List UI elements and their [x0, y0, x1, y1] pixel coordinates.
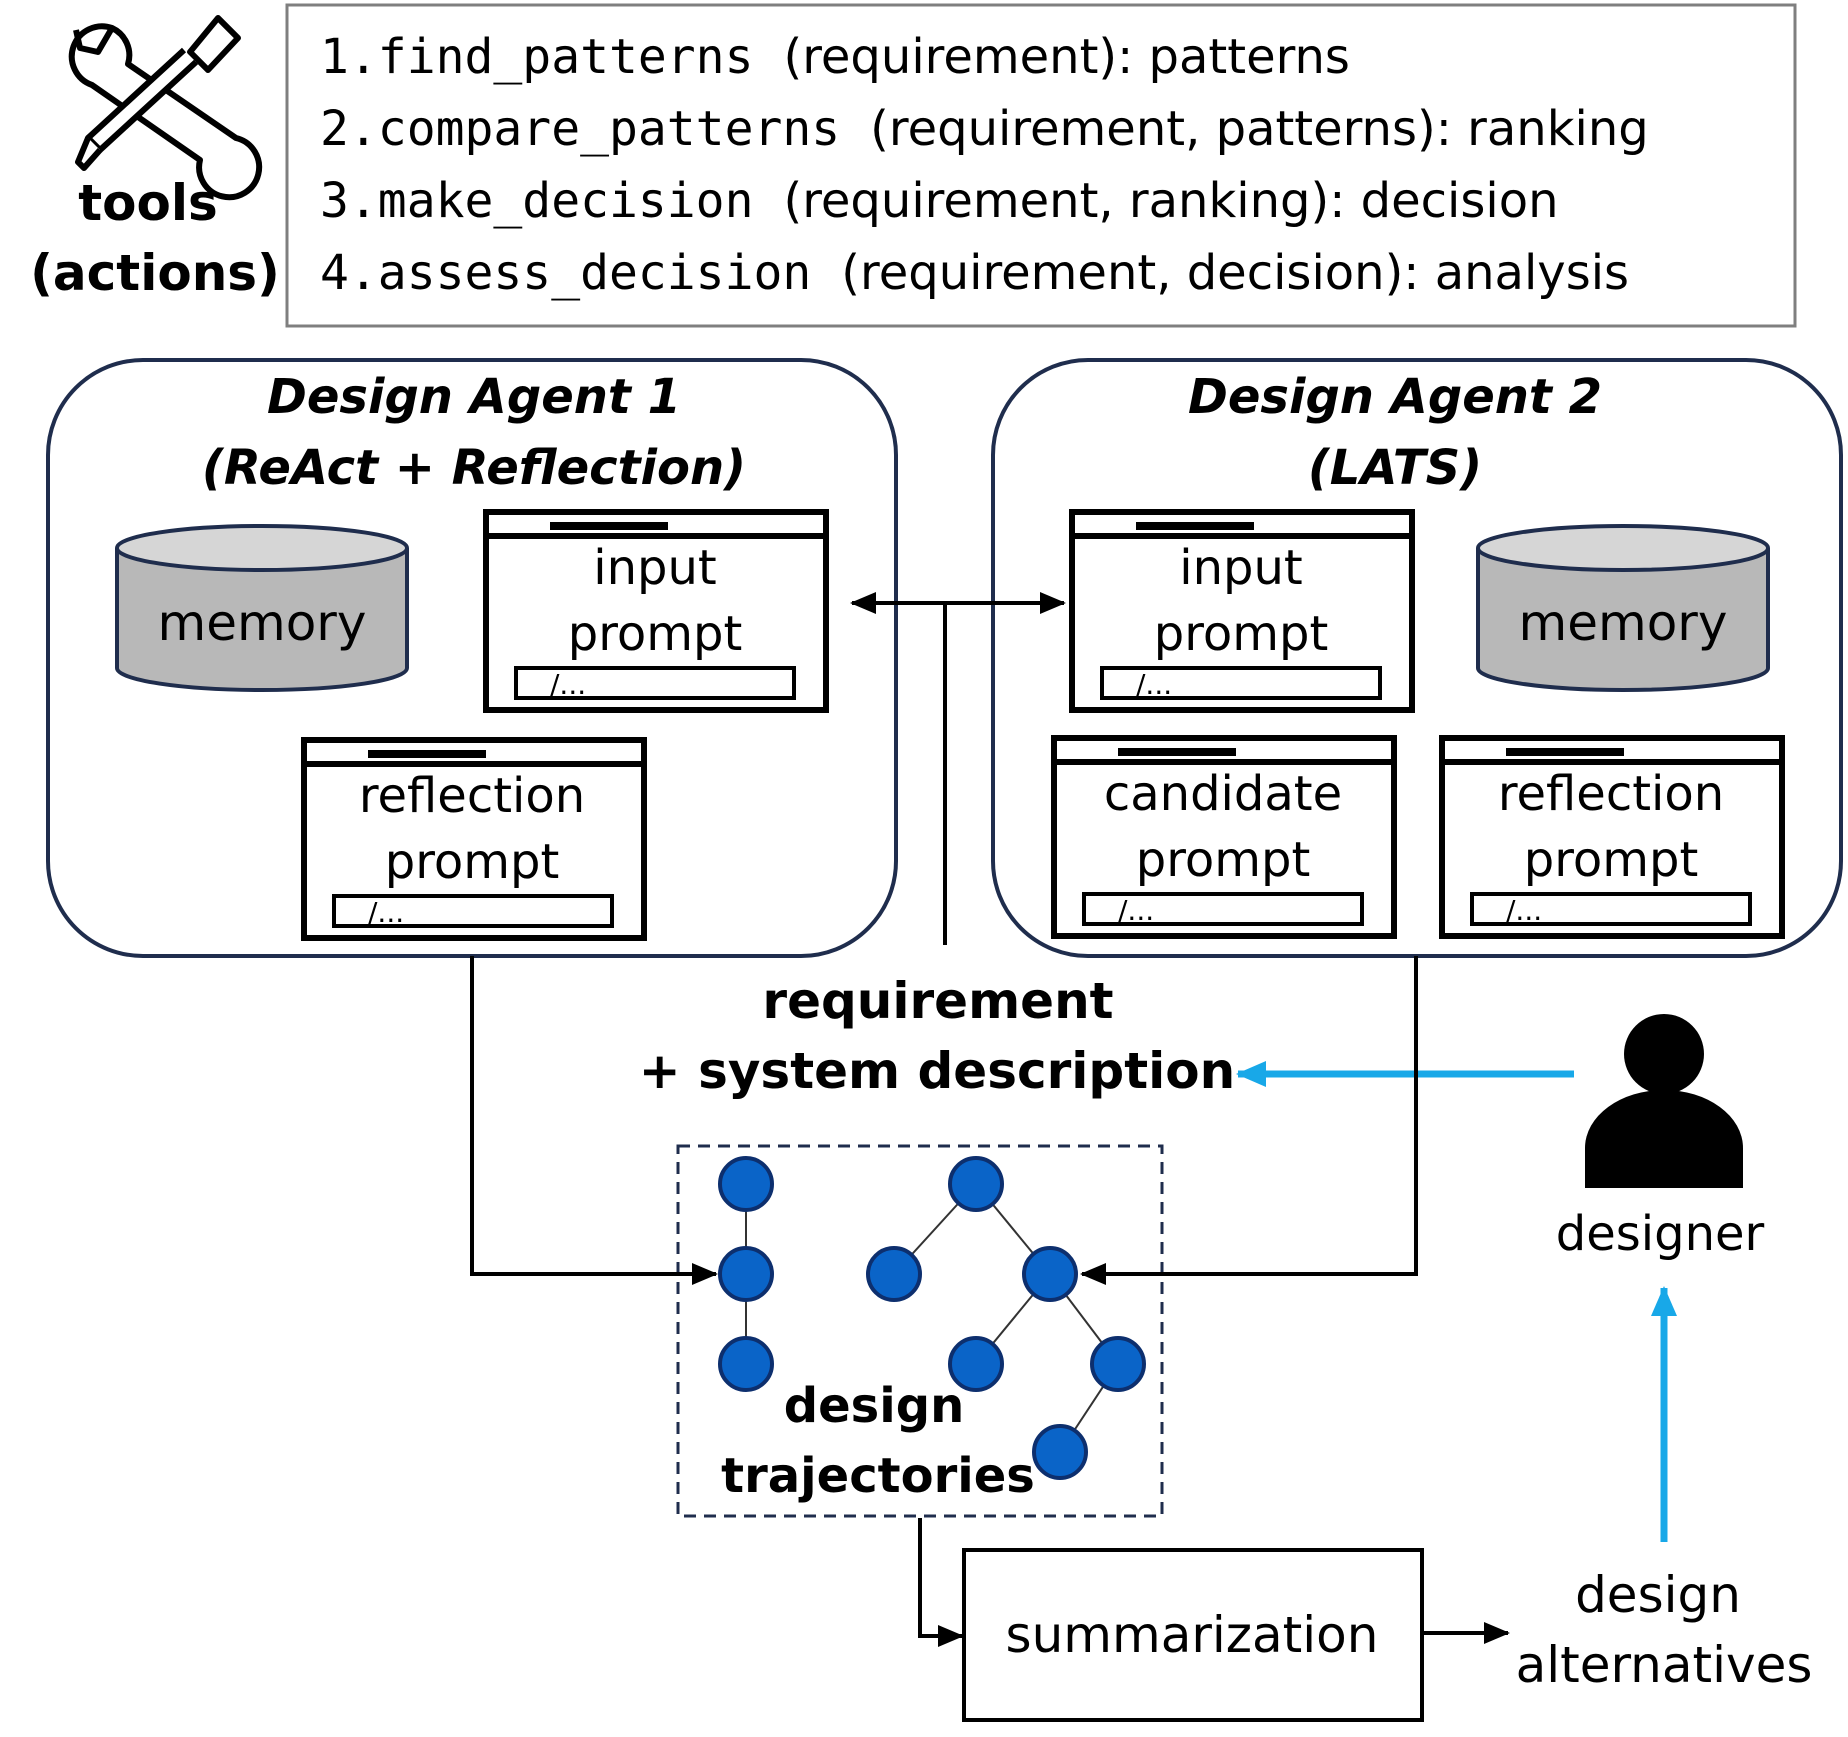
- tool-item: 3.make_decision (requirement, ranking): d…: [320, 173, 1559, 229]
- tool-item: 1.find_patterns (requirement): patterns: [320, 29, 1350, 85]
- agent1-reflection-prompt-window: [301, 737, 647, 941]
- agent2-reflection-prompt-line1: reflection: [1498, 766, 1724, 822]
- agent1-input-prompt-field: /...: [550, 668, 586, 701]
- alternatives-label-line1: design: [1575, 1566, 1741, 1624]
- designer-label: designer: [1556, 1206, 1765, 1262]
- tools-list: 1.find_patterns (requirement): patterns 2.…: [320, 29, 1649, 301]
- agent2-memory-label: memory: [1519, 594, 1728, 652]
- agent1-input-prompt-window: [483, 509, 829, 713]
- agent2-candidate-prompt-window: [1051, 735, 1397, 939]
- tool-signature: (requirement, patterns): ranking: [870, 101, 1649, 157]
- agent1-title-line1: Design Agent 1: [267, 369, 681, 425]
- agent2-title-line1: Design Agent 2: [1188, 369, 1602, 425]
- tools-label-line2: (actions): [30, 244, 280, 302]
- agent2-input-prompt-line1: input: [1179, 540, 1302, 596]
- agent1-reflection-prompt-line2: prompt: [385, 834, 560, 890]
- agent2-input-prompt-window: [1069, 509, 1415, 713]
- tool-item: 4.assess_decision (requirement, decision)…: [320, 245, 1629, 301]
- agent2-title-line2: (LATS): [1308, 440, 1482, 496]
- requirement-label-line1: requirement: [762, 972, 1113, 1030]
- trajectory-node: [1022, 1246, 1078, 1302]
- trajectories-label-line1: design: [784, 1378, 964, 1434]
- agent1-input-prompt-line2: prompt: [568, 606, 743, 662]
- trajectory-node: [948, 1156, 1004, 1212]
- trajectory-node: [718, 1336, 774, 1392]
- agent2-reflection-prompt-field: /...: [1506, 894, 1542, 927]
- alternatives-label-line2: alternatives: [1516, 1636, 1813, 1694]
- agent2-candidate-prompt-field: /...: [1118, 894, 1154, 927]
- wrench-screwdriver-icon: [68, 15, 263, 201]
- person-icon: [1585, 1014, 1743, 1188]
- summarization-box: [962, 1548, 1424, 1722]
- tool-item: 2.compare_patterns (requirement, patterns…: [320, 101, 1649, 157]
- tool-name: 1.find_patterns: [320, 29, 753, 85]
- agent2-input-prompt-field: /...: [1136, 668, 1172, 701]
- trajectories-label-line2: trajectories: [721, 1448, 1035, 1504]
- agent2-candidate-prompt-line1: candidate: [1104, 766, 1342, 822]
- tools-list-box: [285, 3, 1797, 328]
- agent1-to-trajectories-arrow: [470, 956, 718, 1285]
- trajectory-node: [1090, 1336, 1146, 1392]
- trajectory-node: [948, 1336, 1004, 1392]
- summarization-label: summarization: [1006, 1606, 1379, 1664]
- tool-signature: (requirement, decision): analysis: [841, 245, 1629, 301]
- agent1-input-prompt-line1: input: [593, 540, 716, 596]
- tool-name: 3.make_decision: [320, 173, 753, 229]
- agent1-memory-label: memory: [158, 594, 367, 652]
- requirement-label-line2: + system description: [639, 1042, 1235, 1100]
- tool-signature: (requirement, ranking): decision: [783, 173, 1558, 229]
- trajectory-node: [718, 1156, 774, 1212]
- agent1-memory-database-icon: [115, 524, 409, 692]
- agent1-title-line2: (ReAct + Reflection): [202, 440, 746, 496]
- agent1-reflection-prompt-line1: reflection: [359, 768, 585, 824]
- design-trajectories-box: [676, 1144, 1164, 1518]
- agent1-reflection-prompt-field: /...: [368, 896, 404, 929]
- agent2-candidate-prompt-line2: prompt: [1136, 832, 1311, 888]
- trajectory-node: [866, 1246, 922, 1302]
- tool-name: 4.assess_decision: [320, 245, 811, 301]
- trajectory-node: [1032, 1424, 1088, 1480]
- trajectories-to-summarization-arrow: [918, 1518, 964, 1647]
- agent2-reflection-prompt-window: [1439, 735, 1785, 939]
- agent2-memory-database-icon: [1476, 524, 1770, 692]
- trajectory-nodes: [718, 1156, 1146, 1480]
- tool-name: 2.compare_patterns: [320, 101, 840, 157]
- agent2-reflection-prompt-line2: prompt: [1524, 832, 1699, 888]
- requirement-connector: [850, 592, 1066, 945]
- agent2-to-trajectories-arrow: [1080, 956, 1418, 1285]
- tool-signature: (requirement): patterns: [783, 29, 1349, 85]
- tools-label-line1: tools: [78, 174, 218, 232]
- trajectory-node: [718, 1246, 774, 1302]
- agent2-input-prompt-line2: prompt: [1154, 606, 1329, 662]
